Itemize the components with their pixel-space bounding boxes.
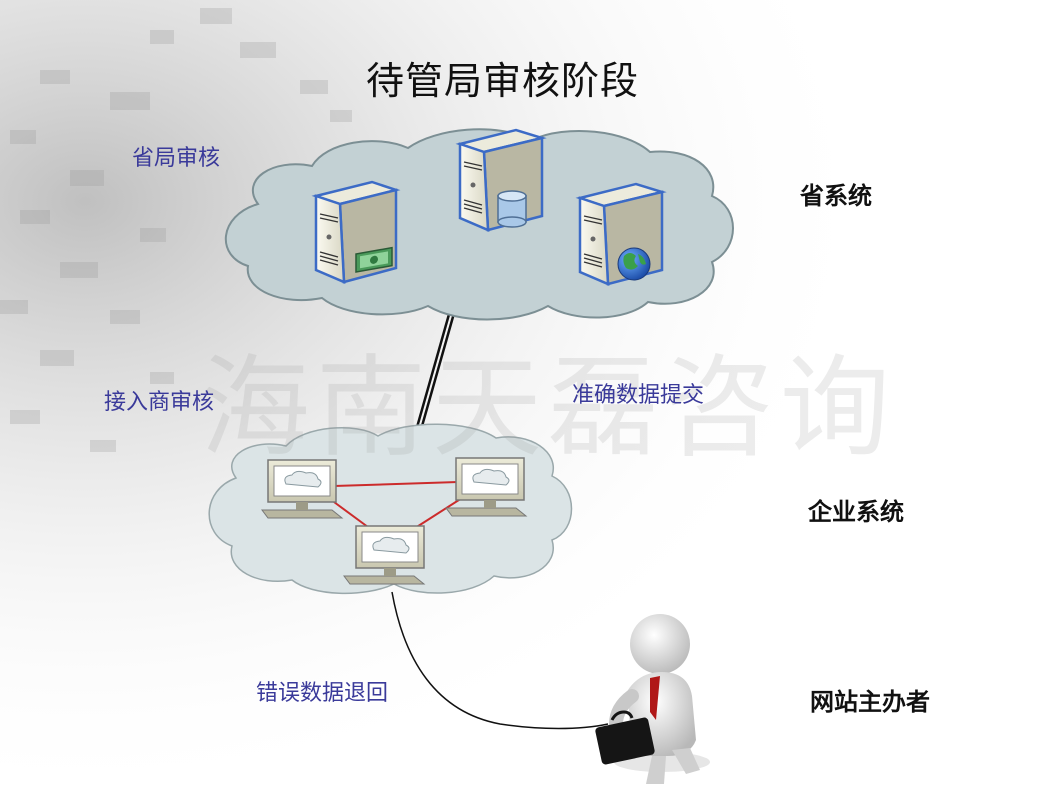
page-title: 待管局审核阶段 (366, 59, 640, 103)
server-payment (311, 180, 401, 284)
globe-icon (617, 247, 651, 281)
label-province-review: 省局审核 (132, 146, 221, 171)
uplink-cable (414, 311, 456, 433)
label-enterprise-system: 企业系统 (808, 497, 904, 526)
label-province-system: 省系统 (800, 181, 872, 210)
server-database (455, 128, 547, 232)
workstation-bottom (343, 525, 426, 585)
workstation-left (261, 459, 344, 519)
briefcase-icon (595, 710, 655, 765)
workstation-right (445, 457, 528, 517)
site-owner-figure (595, 614, 710, 784)
return-cable (391, 591, 609, 730)
server-web (575, 182, 667, 286)
label-access-review: 接入商审核 (104, 390, 215, 415)
label-error-return: 错误数据退回 (256, 681, 389, 706)
label-accurate-submit: 准确数据提交 (572, 383, 705, 408)
label-site-owner: 网站主办者 (810, 687, 930, 716)
watermark: 海南天磊咨询 (200, 344, 896, 472)
